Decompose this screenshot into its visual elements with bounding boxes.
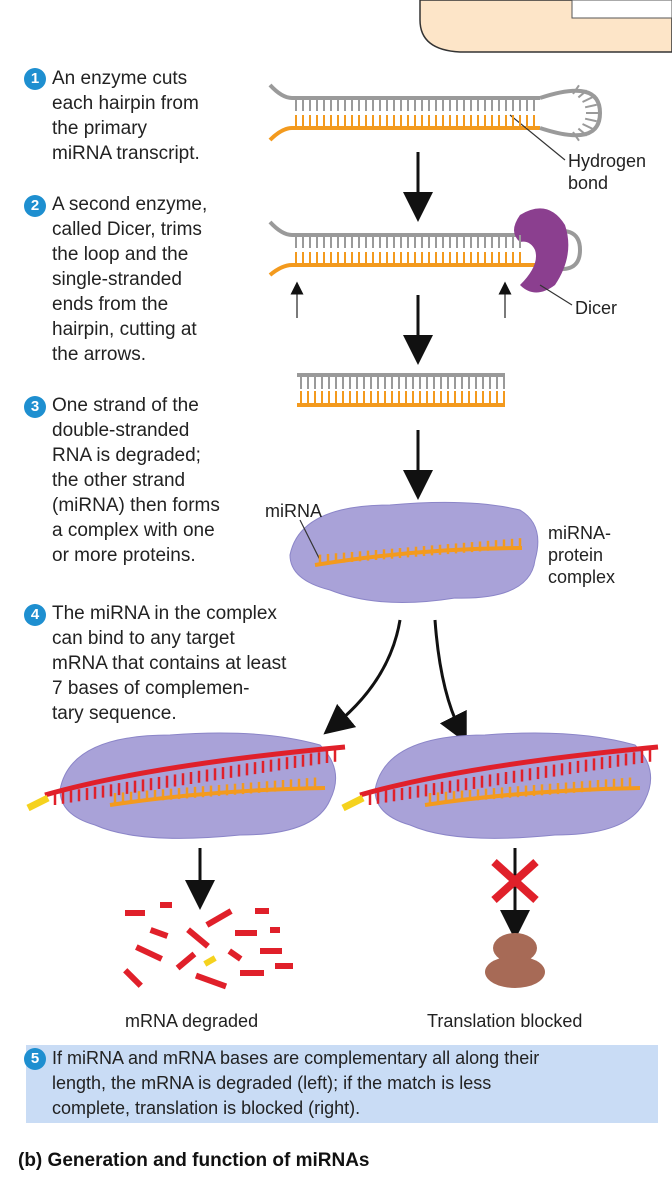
step-1-number: 1	[24, 68, 46, 90]
step-5-text: If miRNA and mRNA bases are complementar…	[52, 1048, 540, 1118]
step-4-number: 4	[24, 604, 46, 626]
step5-highlight	[26, 1045, 658, 1123]
ribosome-icon	[485, 933, 545, 988]
step-5-number: 5	[24, 1048, 46, 1070]
mirna-protein-complex	[289, 501, 539, 603]
mrna-fragments	[123, 902, 293, 990]
right-complex	[341, 732, 659, 839]
step-3-number: 3	[24, 396, 46, 418]
left-complex	[26, 732, 346, 839]
dicer-label: Dicer	[575, 298, 618, 318]
dicer-hairpin	[268, 208, 583, 318]
dicer-enzyme	[514, 208, 569, 293]
mrna-degraded-label: mRNA degraded	[125, 1011, 259, 1031]
trimmed-duplex	[297, 373, 505, 407]
base-pair-ticks	[53, 84, 652, 805]
step-4-text: The miRNA in the complex can bind to any…	[52, 603, 287, 724]
complex-label: miRNA- protein complex	[548, 523, 616, 587]
hydrogen-bond-label: Hydrogen bond	[568, 151, 647, 193]
translation-blocked-label: Translation blocked	[427, 1011, 583, 1031]
step-1-text: An enzyme cuts each hairpin from the pri…	[52, 68, 200, 164]
mirna-label: miRNA	[265, 501, 322, 521]
step-2-number: 2	[24, 195, 46, 217]
blocked-x-icon	[491, 859, 539, 903]
step-2-text: A second enzyme, called Dicer, trims the…	[52, 194, 208, 365]
figure-caption: (b) Generation and function of miRNAs	[18, 1150, 370, 1171]
step-3-text: One strand of the double-stranded RNA is…	[52, 395, 220, 566]
